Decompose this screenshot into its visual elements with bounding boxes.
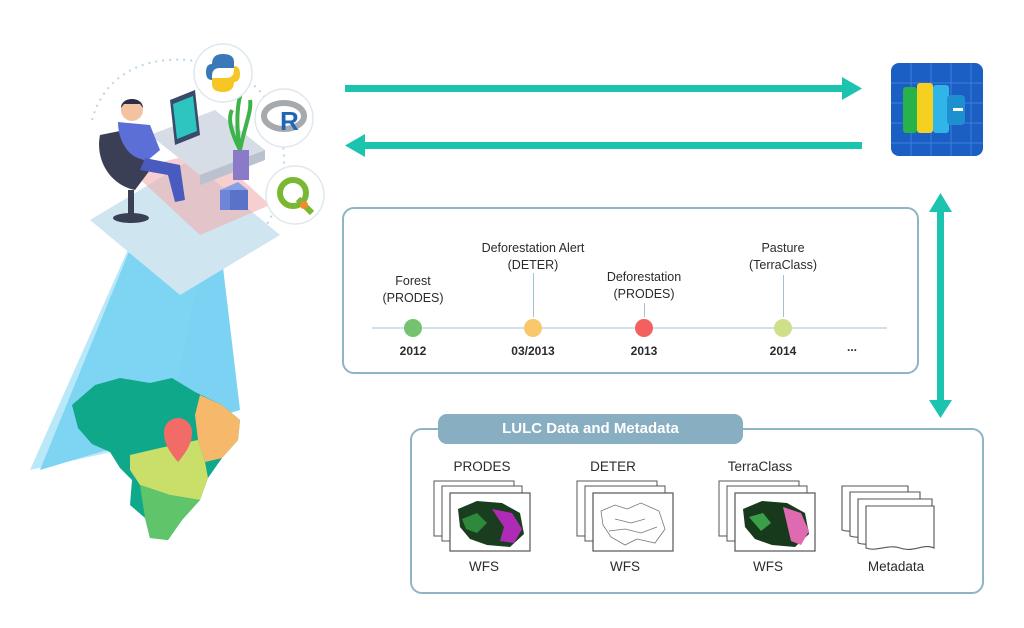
timeline-dot-deter: [524, 319, 542, 337]
metadata-document-stack: [841, 485, 935, 550]
dataset-service-deter: WFS: [610, 559, 640, 574]
vertical-double-arrow: [929, 193, 952, 418]
timeline-event-label: Deforestation(PRODES): [606, 270, 682, 301]
dataset-service-terraclass: WFS: [753, 559, 783, 574]
timeline-event-label: Pasture(TerraClass): [748, 241, 818, 272]
dataset-service-prodes: WFS: [469, 559, 499, 574]
dataset-title-terraclass: TerraClass: [727, 459, 793, 474]
timeline-dot-deforestation: [635, 319, 653, 337]
svg-text:R: R: [280, 106, 299, 136]
timeline-date: 2012: [399, 344, 427, 358]
timeline-panel: [342, 207, 919, 374]
request-arrow: [345, 77, 862, 100]
timeline-dot-pasture: [774, 319, 792, 337]
metadata-label: Metadata: [867, 559, 925, 574]
brazil-map: [72, 378, 240, 540]
server-stack-icon: [891, 63, 983, 156]
location-pin-icon: [164, 418, 192, 462]
timeline-stem: [783, 275, 784, 317]
dataset-title-deter: DETER: [590, 459, 636, 474]
python-icon: [193, 43, 253, 103]
dataset-title-prodes: PRODES: [453, 459, 511, 474]
timeline-stem: [644, 303, 645, 317]
timeline-date: 03/2013: [511, 344, 555, 358]
r-icon: R: [254, 88, 314, 148]
timeline-ellipsis: ...: [846, 340, 858, 354]
timeline-stem: [533, 273, 534, 317]
timeline-date: 2014: [769, 344, 797, 358]
terraclass-map-stack: [718, 480, 816, 552]
qgis-icon: [265, 165, 325, 225]
timeline-axis: [372, 327, 887, 329]
response-arrow: [345, 134, 862, 157]
timeline-event-label: Deforestation Alert(DETER): [481, 241, 585, 272]
lulc-header: LULC Data and Metadata: [438, 414, 743, 444]
prodes-map-stack: [433, 480, 531, 552]
timeline-dot-forest: [404, 319, 422, 337]
timeline-date: 2013: [630, 344, 658, 358]
user-workstation-illustration: R: [30, 43, 325, 540]
timeline-event-label: Forest(PRODES): [382, 274, 444, 305]
deter-map-stack: [576, 480, 674, 552]
